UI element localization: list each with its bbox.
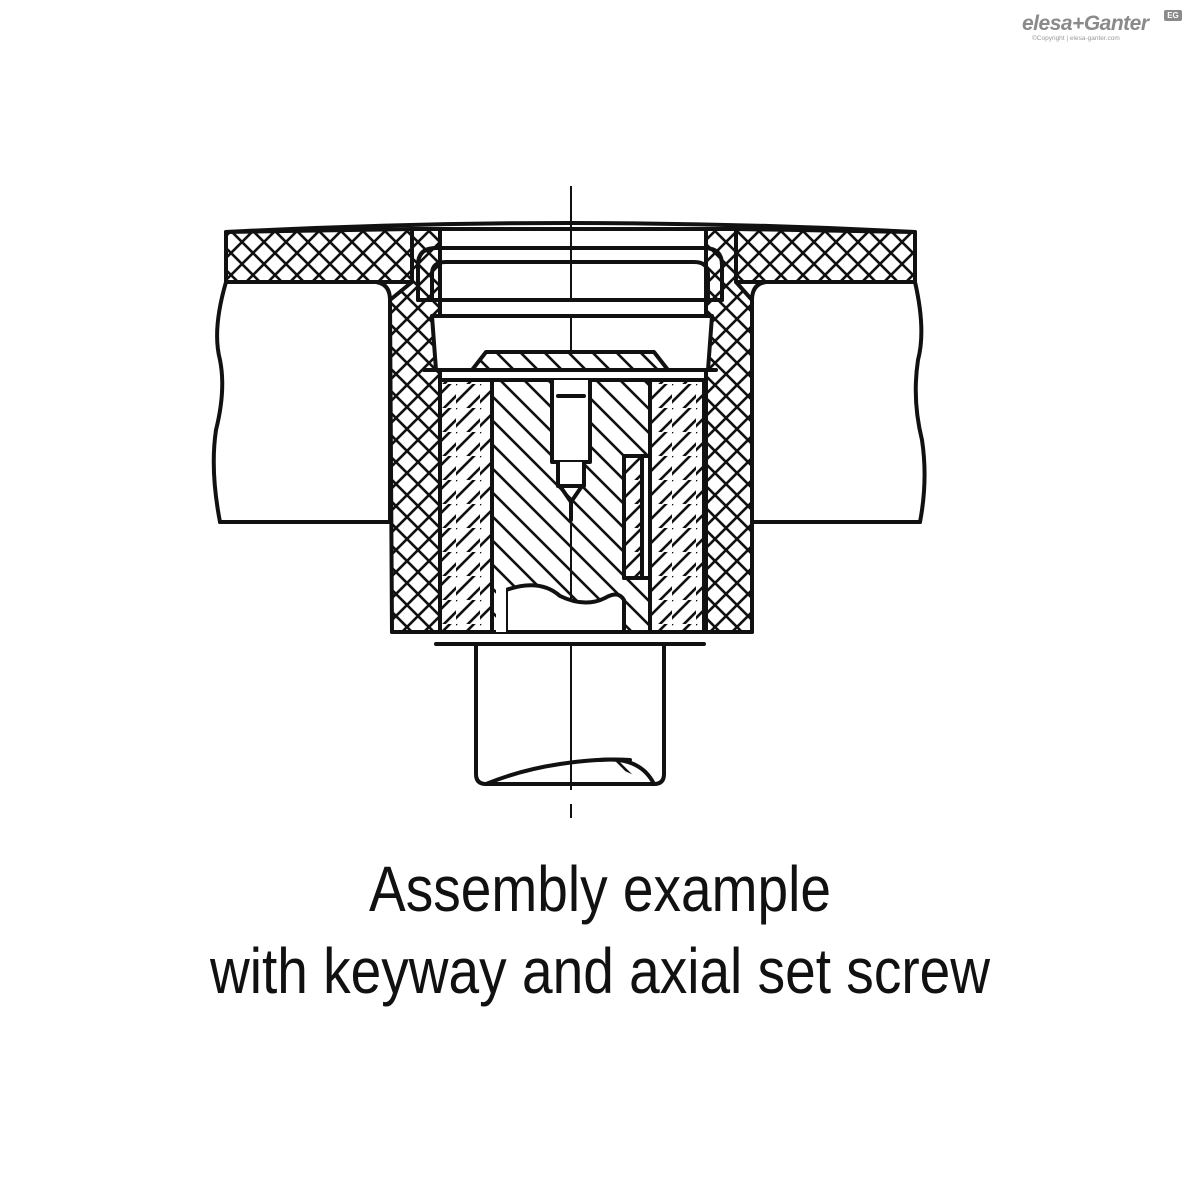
- axial-set-screw: [550, 378, 592, 522]
- caption: Assembly example with keyway and axial s…: [84, 848, 1116, 1012]
- caption-line-2: with keyway and axial set screw: [209, 935, 991, 1007]
- caption-line-1: Assembly example: [369, 853, 831, 925]
- logo-copyright: ©Copyright | elesa-ganter.com: [1032, 35, 1120, 42]
- assembly-drawing: [211, 186, 927, 818]
- logo-brand-text: elesa+Ganter: [1022, 12, 1149, 35]
- logo-badge: EG: [1164, 10, 1182, 21]
- set-screw-head: [470, 350, 670, 372]
- elesa-ganter-logo: elesa+Ganter EG ©Copyright | elesa-gante…: [996, 6, 1186, 50]
- bushing: [438, 378, 706, 634]
